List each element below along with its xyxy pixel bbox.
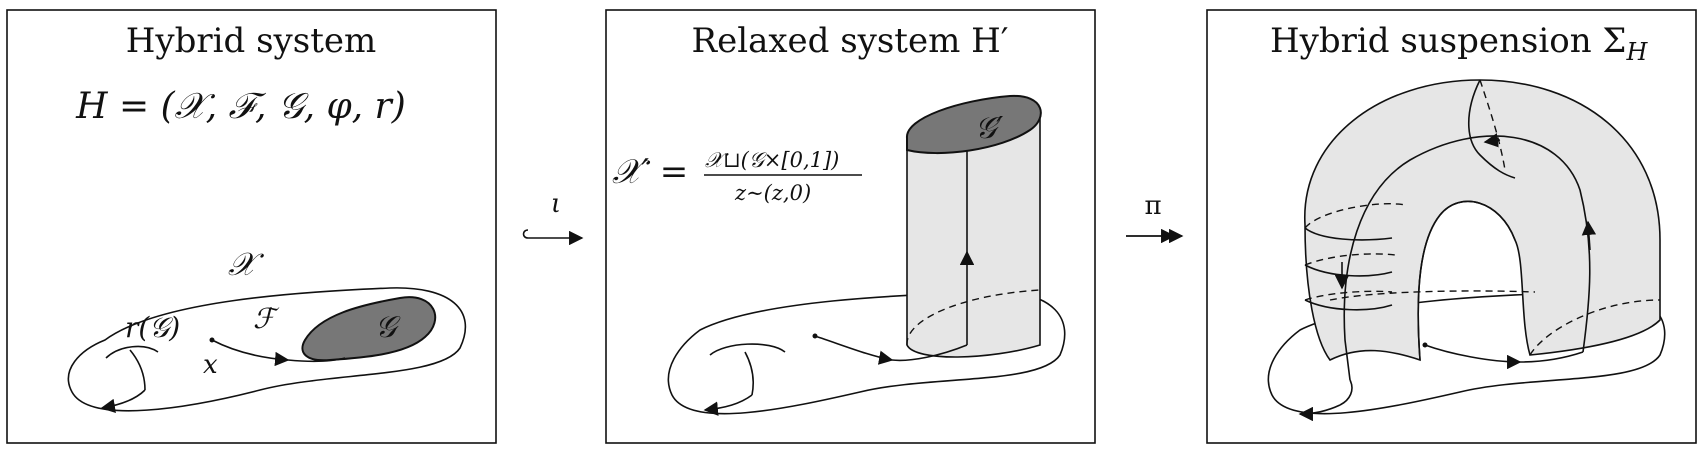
reset-arc-arrow bbox=[100, 389, 146, 413]
projection-symbol: π bbox=[1144, 191, 1161, 221]
label-relaxed-guard: 𝒢′ bbox=[975, 111, 1003, 146]
relaxed-reset-arc-upper bbox=[709, 343, 786, 356]
arch-front-ring-1 bbox=[1304, 227, 1393, 241]
arch-front-ring-2 bbox=[1304, 264, 1393, 277]
panel-title-3-sub: H bbox=[1625, 38, 1648, 66]
suspension-trajectory-arrow bbox=[1424, 344, 1522, 370]
arch-ring-1 bbox=[1304, 203, 1406, 229]
reset-arc-branch bbox=[129, 349, 146, 391]
suspension-state-space-outline bbox=[1267, 291, 1666, 415]
flow-arrow-top bbox=[1483, 133, 1501, 148]
panel-title-2: Relaxed system H′ bbox=[691, 21, 1008, 61]
relaxed-space-numerator: 𝒳⊔(𝒢×[0,1]) bbox=[705, 148, 839, 172]
suspension-trajectory-tail bbox=[1519, 351, 1584, 363]
arch-ring-top bbox=[1479, 79, 1506, 171]
flow-arrow-up bbox=[1581, 220, 1597, 251]
trajectory-to-guard bbox=[287, 357, 346, 363]
panel-title: Hybrid system bbox=[126, 21, 376, 61]
guard-set bbox=[301, 296, 437, 362]
label-initial-point: x bbox=[203, 350, 218, 380]
arch-front-ring-3 bbox=[1304, 299, 1393, 311]
suspension-reset-arc-branch bbox=[1339, 379, 1353, 406]
relaxed-state-space-outline bbox=[667, 291, 1066, 415]
inclusion-symbol: ι bbox=[551, 189, 561, 219]
reset-arc-upper bbox=[105, 345, 159, 359]
suspension-base-dashed bbox=[1329, 290, 1536, 301]
inclusion-hook bbox=[522, 229, 529, 239]
panel-title-3-main: Hybrid suspension Σ bbox=[1270, 21, 1626, 61]
relaxed-space-lhs: 𝒳′ = bbox=[612, 152, 688, 192]
arch-inner-outline bbox=[1417, 200, 1516, 361]
panel-relaxed-system: Relaxed system H′ 𝒳′ = 𝒳⊔(𝒢×[0,1]) z∼(z,… bbox=[605, 9, 1096, 444]
relaxed-space-denominator: z∼(z,0) bbox=[734, 181, 811, 205]
suspension-reset-arc-arrow bbox=[1298, 404, 1341, 422]
cylinder-base-dashed bbox=[906, 289, 1041, 346]
system-formula: H = (𝒳, ℱ, 𝒢, φ, r) bbox=[75, 86, 406, 127]
trajectory-arrow bbox=[211, 339, 290, 367]
panel-title-3: Hybrid suspension ΣH bbox=[1270, 21, 1648, 66]
label-reset-image: r(𝒢) bbox=[125, 311, 180, 344]
panel-hybrid-system: Hybrid system H = (𝒳, ℱ, 𝒢, φ, r) 𝒳 ℱ 𝒢 … bbox=[6, 9, 497, 444]
arch-ring-base bbox=[1529, 299, 1661, 356]
relaxed-reset-arc-arrow bbox=[703, 394, 753, 416]
relaxed-trajectory-tail bbox=[891, 344, 968, 362]
inclusion-map: ι bbox=[522, 189, 584, 246]
relaxed-trajectory-arrow bbox=[814, 335, 894, 365]
projection-map: π bbox=[1126, 191, 1184, 244]
panel-frame bbox=[6, 9, 497, 444]
arch-top-front bbox=[1467, 79, 1516, 179]
state-space-outline bbox=[67, 287, 467, 412]
relaxed-guard-top bbox=[905, 94, 1042, 155]
relaxed-reset-arc-branch bbox=[744, 351, 754, 396]
panel-hybrid-suspension: Hybrid suspension ΣH bbox=[1206, 9, 1697, 444]
